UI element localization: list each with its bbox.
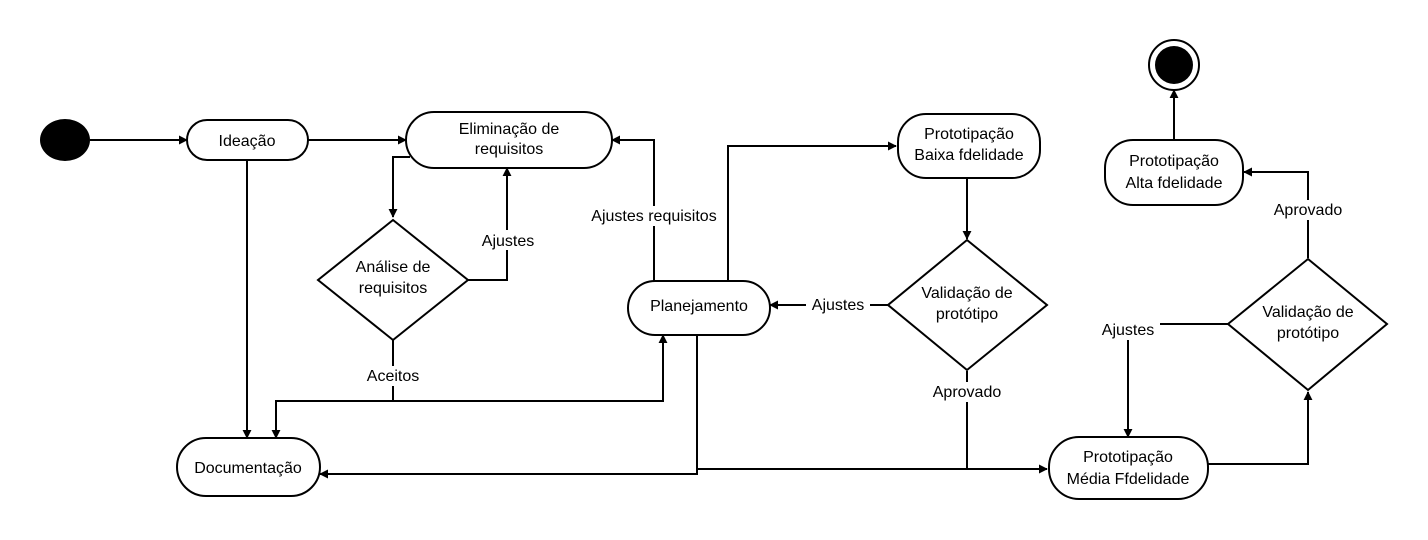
node-eliminacao-label-1: Eliminação de xyxy=(459,121,560,138)
end-node xyxy=(1148,39,1200,91)
node-proto-media[interactable]: Prototipação Média Ffdelidade xyxy=(1048,436,1209,500)
label-aprovado-validacao1: Aprovado xyxy=(933,384,1002,401)
edge-planejamento-documentacao xyxy=(319,469,698,479)
edge-validacao2-proto-media xyxy=(1123,323,1228,438)
node-proto-alta[interactable]: Prototipação Alta fdelidade xyxy=(1104,139,1244,206)
node-proto-media-label-2: Média Ffdelidade xyxy=(1067,471,1190,488)
edge-planejamento-eliminacao xyxy=(611,135,655,281)
edge-labels: Ajustes Aceitos Ajustes requisitos Ajust… xyxy=(360,200,1350,402)
edge-validacao2-proto-alta xyxy=(1243,167,1309,258)
node-proto-baixa[interactable]: Prototipação Baixa fdelidade xyxy=(897,113,1041,179)
node-analise-label-1: Análise de xyxy=(356,259,431,276)
edge-proto-media-validacao2 xyxy=(1208,391,1313,465)
label-ajustes-validacao2: Ajustes xyxy=(1102,322,1154,339)
node-analise-requisitos[interactable]: Análise de requisitos xyxy=(316,218,470,342)
label-ajustes-analise: Ajustes xyxy=(482,233,534,250)
label-aceitos: Aceitos xyxy=(367,368,419,385)
node-validacao2-label-2: protótipo xyxy=(1277,325,1339,342)
node-analise-label-2: requisitos xyxy=(359,280,427,297)
edge-analise-eliminacao xyxy=(468,167,512,281)
node-validacao-prototipo-2[interactable]: Validação de protótipo xyxy=(1226,257,1389,392)
node-documentacao-label: Documentação xyxy=(194,460,302,477)
edge-aceitos-planejamento xyxy=(393,334,668,402)
node-proto-baixa-label-1: Prototipação xyxy=(924,126,1014,143)
node-validacao-prototipo-1[interactable]: Validação de protótipo xyxy=(886,238,1049,372)
label-ajustes-validacao1: Ajustes xyxy=(812,297,864,314)
node-planejamento-label: Planejamento xyxy=(650,298,748,315)
node-proto-baixa-label-2: Baixa fdelidade xyxy=(914,147,1024,164)
label-aprovado-validacao2: Aprovado xyxy=(1274,202,1343,219)
node-documentacao[interactable]: Documentação xyxy=(176,437,321,497)
node-planejamento[interactable]: Planejamento xyxy=(627,280,771,336)
node-proto-alta-label-1: Prototipação xyxy=(1129,153,1219,170)
start-node xyxy=(40,119,90,161)
node-ideacao-label: Ideação xyxy=(219,133,276,150)
edge-planejamento-proto-baixa xyxy=(727,141,897,281)
node-proto-alta-label-2: Alta fdelidade xyxy=(1126,175,1223,192)
node-validacao1-label-1: Validação de xyxy=(921,285,1012,302)
node-ideacao[interactable]: Ideação xyxy=(186,119,309,161)
node-eliminacao-requisitos[interactable]: Eliminação de requisitos xyxy=(405,111,613,169)
edge-aceitos-documentacao xyxy=(271,400,393,439)
nodes: Ideação Eliminação de requisitos Análise… xyxy=(40,39,1389,500)
node-validacao1-label-2: protótipo xyxy=(936,306,998,323)
node-validacao2-label-1: Validação de xyxy=(1262,304,1353,321)
node-proto-media-label-1: Prototipação xyxy=(1083,449,1173,466)
edge-eliminacao-analise xyxy=(388,156,410,218)
label-ajustes-requisitos: Ajustes requisitos xyxy=(591,208,716,225)
node-eliminacao-label-2: requisitos xyxy=(475,141,543,158)
